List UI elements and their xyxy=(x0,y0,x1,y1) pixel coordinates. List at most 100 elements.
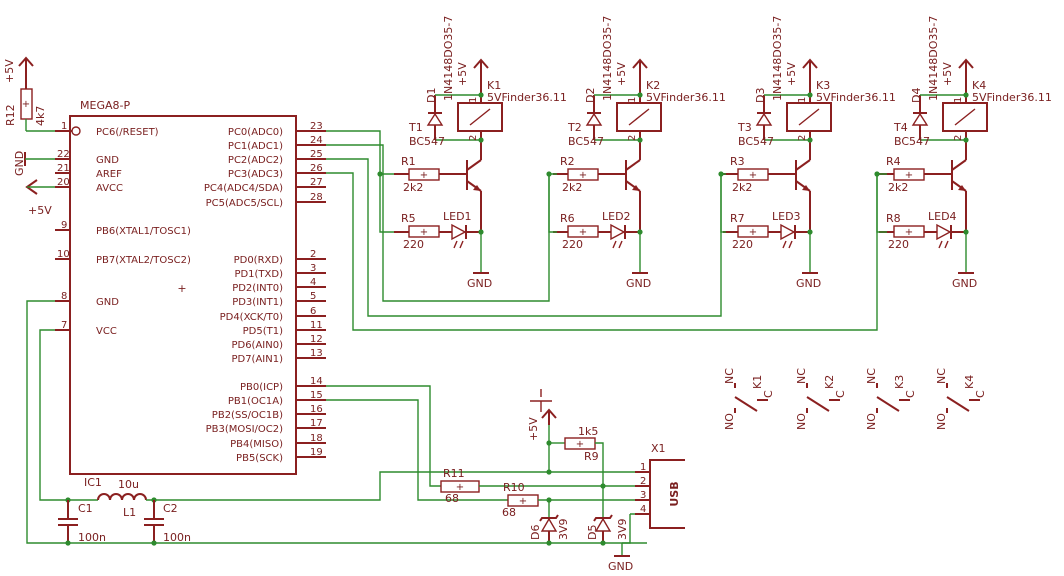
pin-number: 26 xyxy=(310,163,323,174)
relay-pin-number: 1 xyxy=(797,97,808,103)
supply-arrow-icon xyxy=(473,58,489,69)
mcu-origin-mark: + xyxy=(177,282,186,295)
junction xyxy=(546,469,552,475)
contact-c: C xyxy=(974,390,987,398)
relay-pin-number: 1 xyxy=(953,97,964,103)
diode-name: D3 xyxy=(754,88,767,103)
l1-value: 10u xyxy=(118,478,139,491)
pin-label: PB0(ICP) xyxy=(240,382,283,393)
usb-connector xyxy=(649,459,685,529)
wire xyxy=(595,442,604,520)
junction xyxy=(546,171,552,177)
junction xyxy=(151,540,157,546)
pin-number: 3 xyxy=(310,263,316,274)
r12-plus-mark: + xyxy=(22,99,30,110)
wire xyxy=(39,329,68,501)
avcc-supply: +5V xyxy=(28,204,52,217)
d5-label: D5 xyxy=(586,525,599,540)
resistor-plus-mark: + xyxy=(420,227,428,238)
contact-switch-icon xyxy=(806,396,830,412)
contact-nc: NC xyxy=(795,368,808,384)
pin-label: PC6(/RESET) xyxy=(96,127,159,138)
pin-label: PD6(AIN0) xyxy=(231,340,283,351)
relay-supply: +5V xyxy=(785,62,798,86)
gnd-label: GND xyxy=(796,277,821,290)
wire xyxy=(876,174,887,233)
led-icon xyxy=(451,223,467,241)
pin-number: 21 xyxy=(57,163,70,174)
junction xyxy=(874,171,880,177)
transistor-collector xyxy=(466,159,482,171)
relay-supply: +5V xyxy=(456,62,469,86)
contact-name: K3 xyxy=(893,375,906,389)
led-resistor-name: R6 xyxy=(560,212,575,225)
pin-label: PD5(T1) xyxy=(243,326,283,337)
r9-label: R9 xyxy=(584,450,599,463)
r12-name: R12 xyxy=(4,104,17,126)
junction xyxy=(546,540,552,546)
resistor-plus-mark: + xyxy=(579,227,587,238)
pin-number: 1 xyxy=(61,121,67,132)
base-resistor-value: 2k2 xyxy=(888,181,908,194)
wire xyxy=(326,399,508,501)
diode-icon xyxy=(911,112,929,126)
wire xyxy=(720,174,726,233)
r10-value: 68 xyxy=(502,506,516,519)
pin-label: PD3(INT1) xyxy=(232,297,283,308)
resistor-plus-mark: + xyxy=(749,227,757,238)
contact-switch-icon xyxy=(876,396,900,412)
resistor-plus-mark: + xyxy=(519,496,527,507)
pin-label: PC3(ADC3) xyxy=(228,169,283,180)
junction xyxy=(963,92,969,98)
pin-label: PD1(TXD) xyxy=(234,269,283,280)
pin-label: PB4(MISO) xyxy=(230,439,283,450)
led-resistor-name: R7 xyxy=(730,212,745,225)
pin-number: 24 xyxy=(310,135,323,146)
contact-no: NO xyxy=(723,413,736,430)
pin-number: 7 xyxy=(61,320,67,331)
contact-nc: NC xyxy=(935,368,948,384)
wire xyxy=(146,471,647,501)
mcu-ic: MEGA8-P + PC6(/RESET) GND AREF AVCC PB6(… xyxy=(55,99,326,475)
junction xyxy=(65,540,71,546)
led-resistor-value: 220 xyxy=(562,238,583,251)
zener-icon xyxy=(540,517,558,532)
supply-arrow-icon xyxy=(632,58,648,69)
l1-label: L1 xyxy=(123,506,136,519)
pin-number: 8 xyxy=(61,291,67,302)
junction xyxy=(546,440,552,446)
pin-label: GND xyxy=(96,155,119,166)
pin-number: 15 xyxy=(310,390,323,401)
led-light-arrow-icon xyxy=(453,240,458,249)
contact-no: NO xyxy=(795,413,808,430)
usb-pin-number: 4 xyxy=(640,504,646,515)
contact-no: NO xyxy=(935,413,948,430)
led-name: LED4 xyxy=(928,210,957,223)
resistor-plus-mark: + xyxy=(905,170,913,181)
relay-coil-slash xyxy=(798,108,820,126)
base-resistor-value: 2k2 xyxy=(562,181,582,194)
gnd-label: GND xyxy=(13,151,26,176)
led-light-arrow-icon xyxy=(938,240,943,249)
wire xyxy=(326,385,441,487)
diode-name: D1 xyxy=(425,88,438,103)
pin-label: PB2(SS/OC1B) xyxy=(212,410,283,421)
pin-number: 28 xyxy=(310,192,323,203)
relay-channel: + + xyxy=(394,58,503,274)
pin-number: 27 xyxy=(310,177,323,188)
relay-part: 5VFinder36.11 xyxy=(816,91,896,104)
contact-name: K2 xyxy=(823,375,836,389)
junction xyxy=(478,137,484,143)
usb-supply: +5V xyxy=(527,417,540,441)
junction xyxy=(807,137,813,143)
resistor-plus-mark: + xyxy=(456,482,464,493)
pin-number: 12 xyxy=(310,334,323,345)
pin-label: PD4(XCK/T0) xyxy=(220,312,283,323)
led-name: LED1 xyxy=(443,210,472,223)
junction xyxy=(600,483,606,489)
pin-label: PC0(ADC0) xyxy=(228,127,283,138)
base-resistor-value: 2k2 xyxy=(732,181,752,194)
